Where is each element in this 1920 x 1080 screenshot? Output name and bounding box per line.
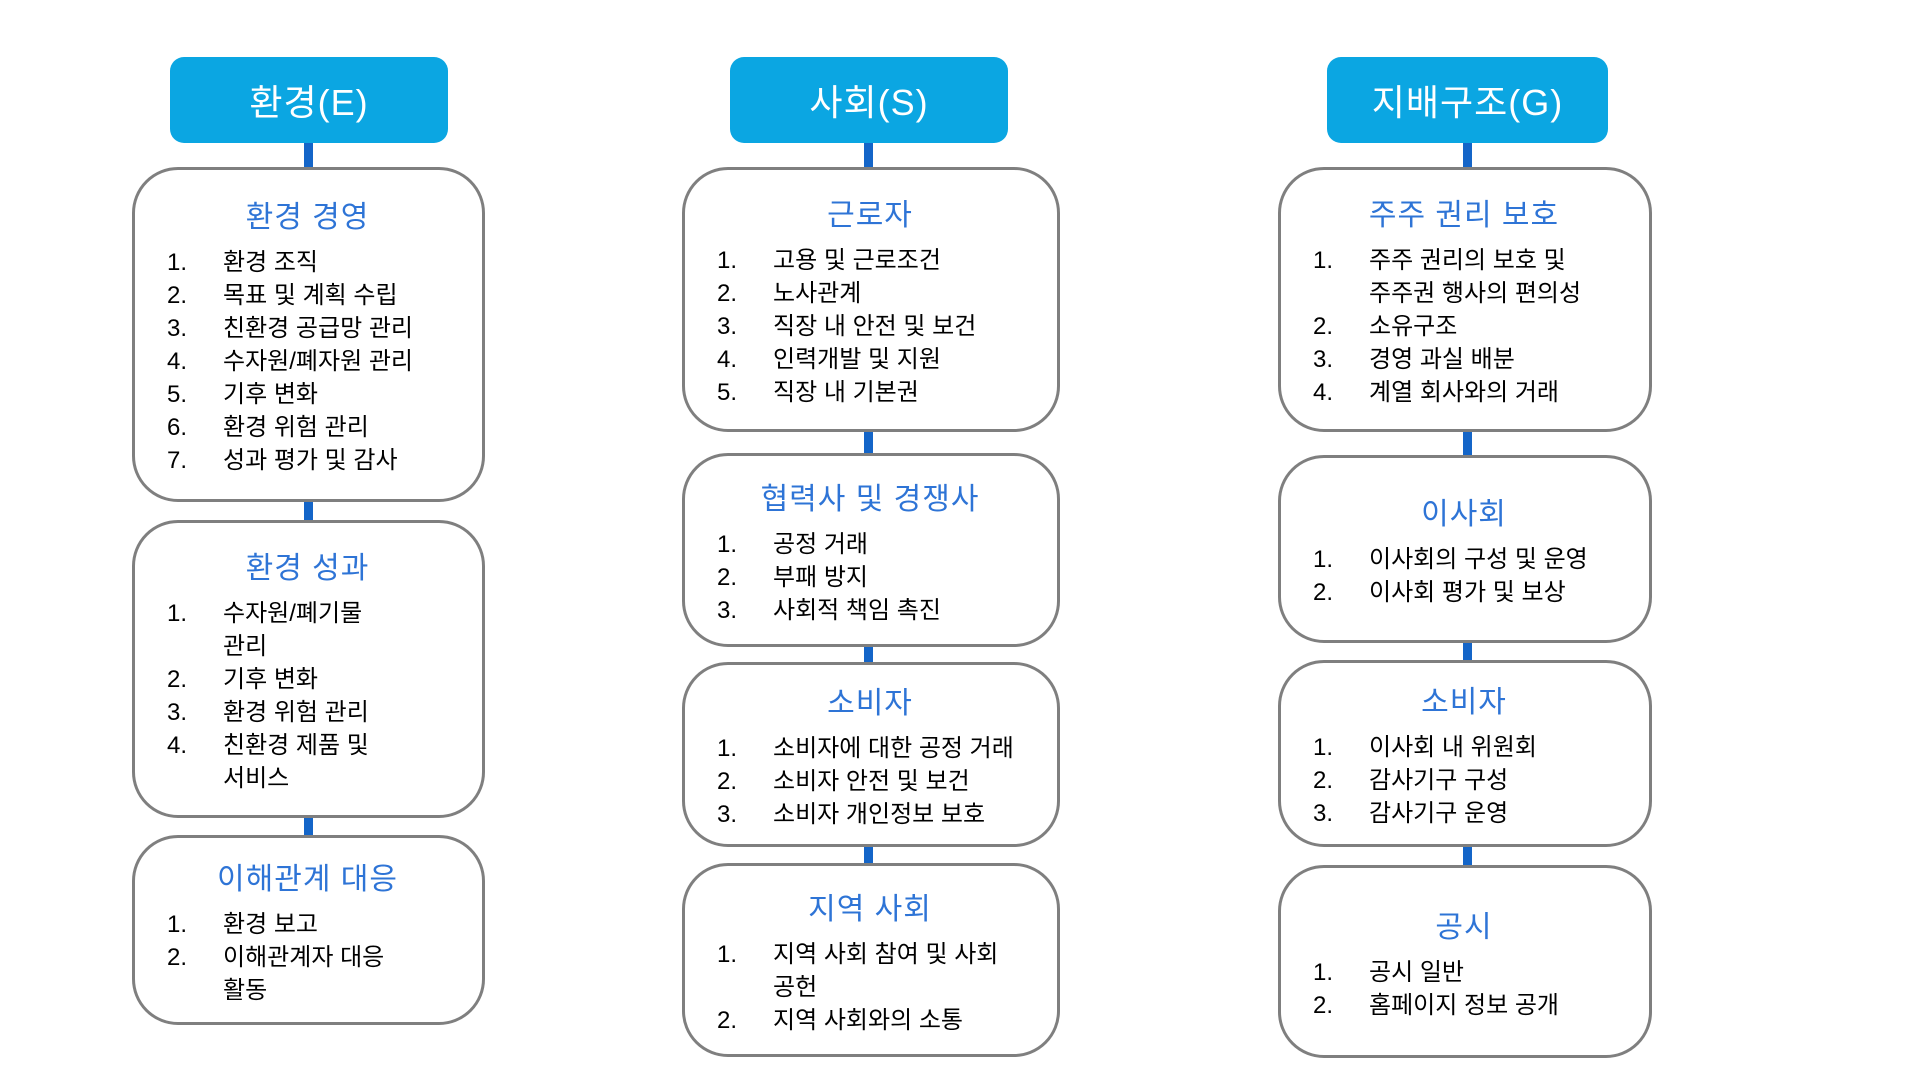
item-list: 고용 및 근로조건 노사관계 직장 내 안전 및 보건 인력개발 및 지원 직장… [701, 244, 1039, 409]
list-item: 노사관계 [717, 277, 862, 310]
list-item: 기후 변화 [167, 663, 318, 696]
list-item: 계열 회사와의 거래 [1313, 376, 1559, 409]
list-item: 이사회의 구성 및 운영 [1313, 543, 1588, 576]
connector-line [1463, 141, 1472, 169]
list-item: 소비자에 대한 공정 거래 [717, 732, 1014, 765]
connector-line [864, 430, 873, 455]
box-consumers-governance: 소비자 이사회 내 위원회 감사기구 구성 감사기구 운영 [1278, 660, 1652, 847]
box-title: 이해관계 대응 [217, 862, 398, 896]
column-header-label: 환경(E) [249, 82, 369, 123]
list-item: 환경 조직 [167, 246, 318, 279]
item-list: 공정 거래 부패 방지 사회적 책임 촉진 [701, 528, 1039, 627]
list-item: 공정 거래 [717, 528, 868, 561]
list-item: 경영 과실 배분 [1313, 343, 1515, 376]
connector-line [304, 816, 313, 837]
list-item: 홈페이지 정보 공개 [1313, 989, 1559, 1022]
list-item: 공시 일반 [1313, 956, 1464, 989]
column-header-social: 사회(S) [730, 57, 1008, 143]
box-environment-management: 환경 경영 환경 조직 목표 및 계획 수립 친환경 공급망 관리 수자원/폐자… [132, 167, 485, 502]
list-item: 직장 내 기본권 [717, 376, 919, 409]
list-item: 이해관계자 대응 활동 [167, 941, 385, 1004]
box-local-community: 지역 사회 지역 사회 참여 및 사회 공헌 지역 사회와의 소통 [682, 863, 1060, 1057]
item-list: 주주 권리의 보호 및 주주권 행사의 편의성 소유구조 경영 과실 배분 계열… [1297, 244, 1631, 409]
connector-line [304, 500, 313, 522]
box-title: 소비자 [1421, 686, 1507, 719]
box-title: 환경 경영 [245, 201, 370, 234]
list-item: 환경 위험 관리 [167, 696, 369, 729]
column-header-label: 지배구조(G) [1371, 82, 1564, 123]
list-item: 수자원/폐자원 관리 [167, 345, 413, 378]
list-item: 사회적 책임 촉진 [717, 594, 941, 627]
item-list: 지역 사회 참여 및 사회 공헌 지역 사회와의 소통 [701, 938, 1039, 1037]
connector-line [304, 141, 313, 169]
list-item: 수자원/폐기물 관리 [167, 597, 363, 660]
connector-line [1463, 641, 1472, 662]
item-list: 환경 보고 이해관계자 대응 활동 [151, 908, 464, 1007]
list-item: 주주 권리의 보호 및 주주권 행사의 편의성 [1313, 244, 1582, 307]
list-item: 이사회 평가 및 보상 [1313, 576, 1566, 609]
item-list: 이사회 내 위원회 감사기구 구성 감사기구 운영 [1297, 731, 1631, 830]
list-item: 기후 변화 [167, 378, 318, 411]
list-item: 부패 방지 [717, 561, 868, 594]
list-item: 친환경 공급망 관리 [167, 312, 413, 345]
connector-line [1463, 845, 1472, 867]
box-stakeholder-response: 이해관계 대응 환경 보고 이해관계자 대응 활동 [132, 835, 485, 1025]
box-title: 환경 성과 [245, 552, 370, 585]
list-item: 환경 보고 [167, 908, 318, 941]
box-consumers-social: 소비자 소비자에 대한 공정 거래 소비자 안전 및 보건 소비자 개인정보 보… [682, 662, 1060, 847]
item-list: 이사회의 구성 및 운영 이사회 평가 및 보상 [1297, 543, 1631, 609]
list-item: 목표 및 계획 수립 [167, 279, 398, 312]
box-title: 협력사 및 경쟁사 [760, 482, 980, 516]
box-workers: 근로자 고용 및 근로조건 노사관계 직장 내 안전 및 보건 인력개발 및 지… [682, 167, 1060, 432]
list-item: 지역 사회 참여 및 사회 공헌 [717, 938, 999, 1001]
connector-line [864, 141, 873, 169]
column-header-label: 사회(S) [809, 82, 929, 123]
box-disclosure: 공시 공시 일반 홈페이지 정보 공개 [1278, 865, 1652, 1058]
box-title: 공시 [1435, 910, 1493, 944]
list-item: 감사기구 구성 [1313, 764, 1509, 797]
list-item: 환경 위험 관리 [167, 411, 369, 444]
item-list: 수자원/폐기물 관리 기후 변화 환경 위험 관리 친환경 제품 및 서비스 [151, 597, 464, 795]
item-list: 소비자에 대한 공정 거래 소비자 안전 및 보건 소비자 개인정보 보호 [701, 732, 1039, 831]
list-item: 직장 내 안전 및 보건 [717, 310, 977, 343]
list-item: 이사회 내 위원회 [1313, 731, 1537, 764]
box-title: 지역 사회 [808, 892, 932, 926]
box-title: 주주 권리 보호 [1368, 199, 1560, 232]
item-list: 환경 조직 목표 및 계획 수립 친환경 공급망 관리 수자원/폐자원 관리 기… [151, 246, 464, 477]
list-item: 지역 사회와의 소통 [717, 1004, 963, 1037]
box-board-of-directors: 이사회 이사회의 구성 및 운영 이사회 평가 및 보상 [1278, 455, 1652, 643]
list-item: 감사기구 운영 [1313, 797, 1509, 830]
box-environment-performance: 환경 성과 수자원/폐기물 관리 기후 변화 환경 위험 관리 친환경 제품 및… [132, 520, 485, 818]
connector-line [1463, 430, 1472, 457]
column-header-governance: 지배구조(G) [1327, 57, 1608, 143]
connector-line [864, 845, 873, 865]
box-title: 근로자 [827, 199, 913, 232]
box-title: 소비자 [827, 687, 913, 720]
list-item: 소유구조 [1313, 310, 1458, 343]
list-item: 성과 평가 및 감사 [167, 444, 398, 477]
box-partners-competitors: 협력사 및 경쟁사 공정 거래 부패 방지 사회적 책임 촉진 [682, 453, 1060, 647]
box-title: 이사회 [1421, 498, 1507, 531]
item-list: 공시 일반 홈페이지 정보 공개 [1297, 956, 1631, 1022]
column-header-environment: 환경(E) [170, 57, 448, 143]
box-shareholder-rights: 주주 권리 보호 주주 권리의 보호 및 주주권 행사의 편의성 소유구조 경영… [1278, 167, 1652, 432]
list-item: 친환경 제품 및 서비스 [167, 729, 369, 792]
connector-line [864, 645, 873, 664]
list-item: 고용 및 근로조건 [717, 244, 941, 277]
list-item: 소비자 안전 및 보건 [717, 765, 970, 798]
list-item: 소비자 개인정보 보호 [717, 798, 986, 831]
list-item: 인력개발 및 지원 [717, 343, 941, 376]
